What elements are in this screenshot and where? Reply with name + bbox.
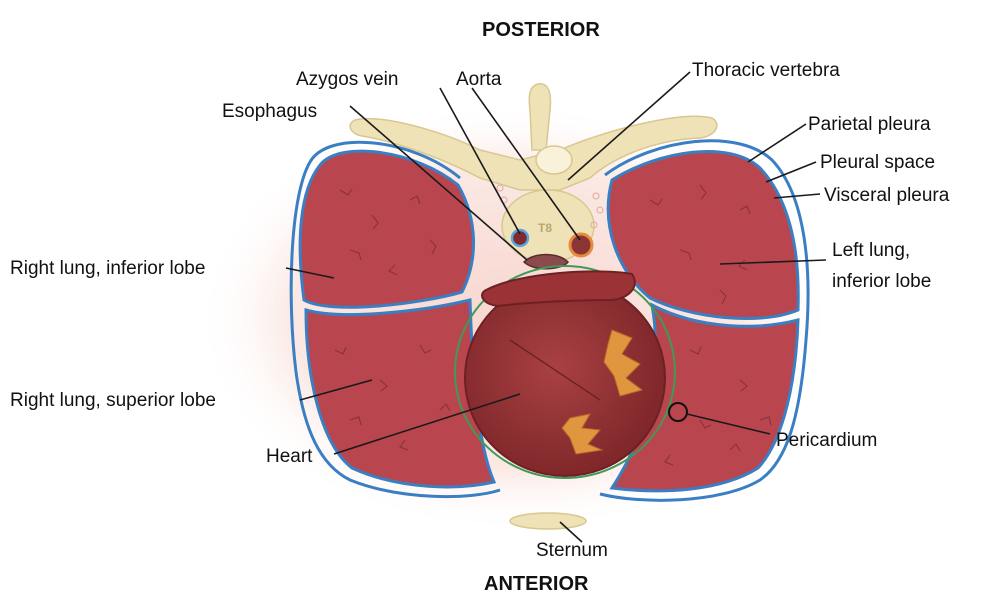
anterior-label: ANTERIOR [484,573,589,595]
label-left-lung-line1: Left lung, [832,240,910,261]
label-pericardium: Pericardium [776,430,877,451]
heart-body [465,280,665,476]
label-heart: Heart [266,446,313,467]
sternum-bone [510,513,586,529]
label-right-lung-inferior: Right lung, inferior lobe [10,258,205,279]
label-left-lung-line2: inferior lobe [832,271,931,292]
label-sternum: Sternum [536,540,608,561]
vertebral-foramen [536,146,572,174]
label-esophagus: Esophagus [222,101,317,122]
aorta [570,234,592,256]
label-pleural-space: Pleural space [820,152,935,173]
label-azygos-vein: Azygos vein [296,69,398,90]
leader-pleural-space [766,162,816,182]
leader-parietal-pleura [748,124,806,162]
label-visceral-pleura: Visceral pleura [824,185,950,206]
label-aorta: Aorta [456,69,502,90]
vertebra-spinous-process [529,84,550,150]
label-thoracic-vertebra: Thoracic vertebra [692,60,840,81]
label-parietal-pleura: Parietal pleura [808,114,931,135]
label-right-lung-superior: Right lung, superior lobe [10,390,216,411]
vertebra-tag-t8: T8 [538,221,552,235]
leader-visceral-pleura [774,194,820,198]
posterior-label: POSTERIOR [482,19,600,41]
